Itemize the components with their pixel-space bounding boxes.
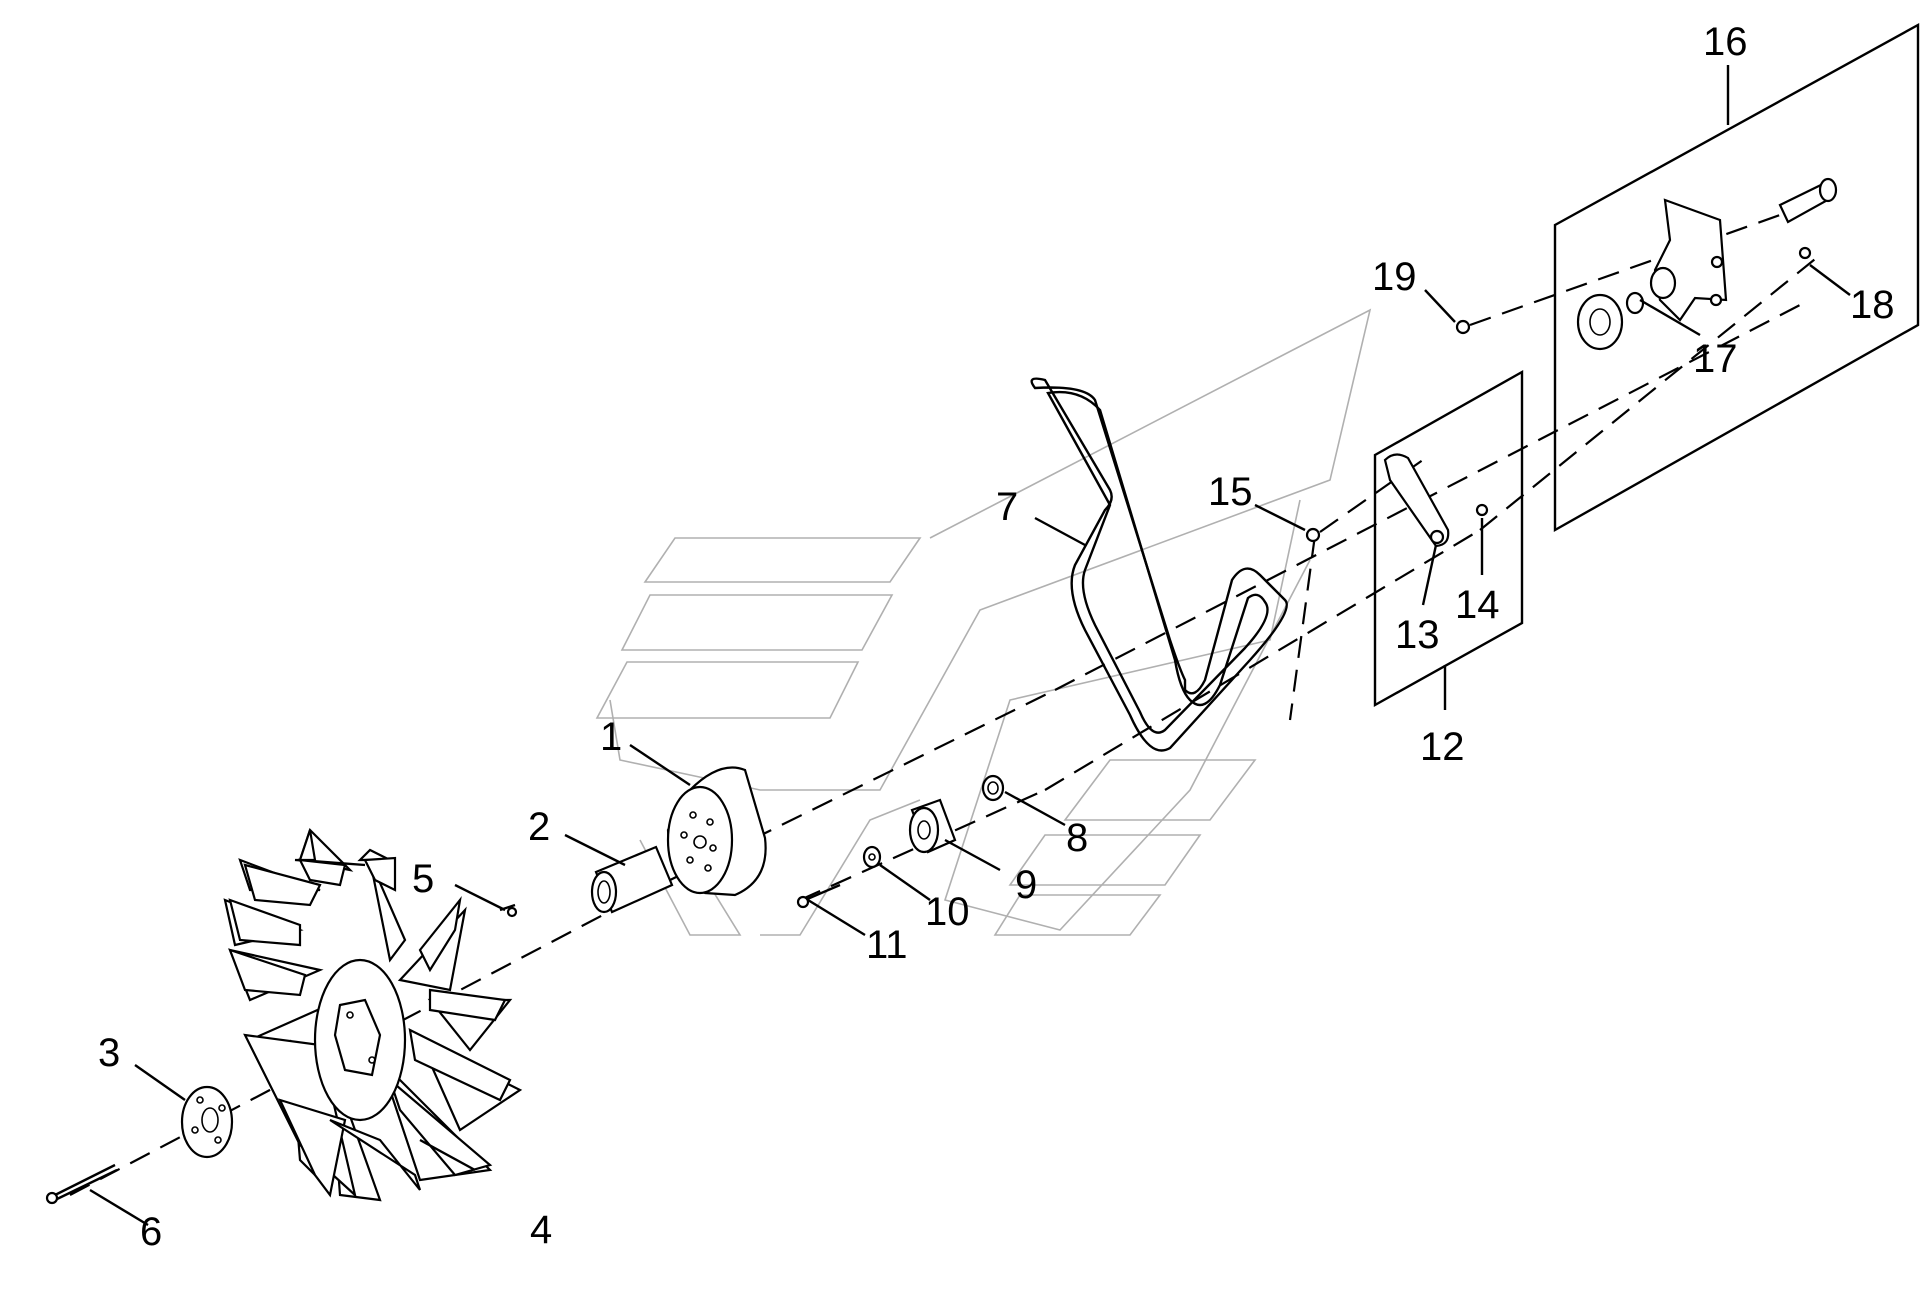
bolt-5 bbox=[499, 903, 518, 918]
callout-2: 2 bbox=[528, 805, 550, 849]
callouts: 1 2 3 4 5 6 7 8 9 10 11 12 13 14 15 16 1… bbox=[98, 20, 1895, 1254]
callout-12: 12 bbox=[1420, 725, 1465, 769]
callout-16: 16 bbox=[1703, 20, 1748, 64]
spacer-2 bbox=[590, 845, 674, 914]
callout-7: 7 bbox=[996, 485, 1018, 529]
callout-18: 18 bbox=[1850, 283, 1895, 327]
callout-8: 8 bbox=[1066, 816, 1088, 860]
callout-19: 19 bbox=[1372, 255, 1417, 299]
fan-4 bbox=[223, 827, 523, 1202]
panel-12 bbox=[1373, 369, 1524, 708]
washer-8 bbox=[981, 774, 1005, 802]
callout-3: 3 bbox=[98, 1031, 120, 1075]
panel-16 bbox=[1553, 22, 1920, 533]
bolt-11 bbox=[796, 883, 841, 909]
callout-10: 10 bbox=[925, 890, 970, 934]
pulley-1 bbox=[666, 766, 767, 897]
callout-9: 9 bbox=[1015, 863, 1037, 907]
callout-5: 5 bbox=[412, 857, 434, 901]
callout-14: 14 bbox=[1455, 583, 1500, 627]
callout-17: 17 bbox=[1693, 337, 1738, 381]
idler-9 bbox=[908, 798, 957, 854]
callout-15: 15 bbox=[1208, 470, 1253, 514]
bolt-6 bbox=[45, 1163, 118, 1205]
callout-1: 1 bbox=[600, 715, 622, 759]
nut-15 bbox=[1305, 527, 1321, 543]
hub-3 bbox=[180, 1085, 234, 1159]
washer-10 bbox=[862, 845, 882, 869]
belt-7 bbox=[1030, 377, 1288, 752]
callout-11: 11 bbox=[866, 923, 908, 967]
leader-lines bbox=[89, 65, 1851, 1227]
watermark bbox=[595, 308, 1372, 936]
callout-6: 6 bbox=[140, 1210, 162, 1254]
callout-4: 4 bbox=[530, 1208, 552, 1252]
bolt-19 bbox=[1455, 319, 1471, 335]
callout-13: 13 bbox=[1395, 613, 1440, 657]
